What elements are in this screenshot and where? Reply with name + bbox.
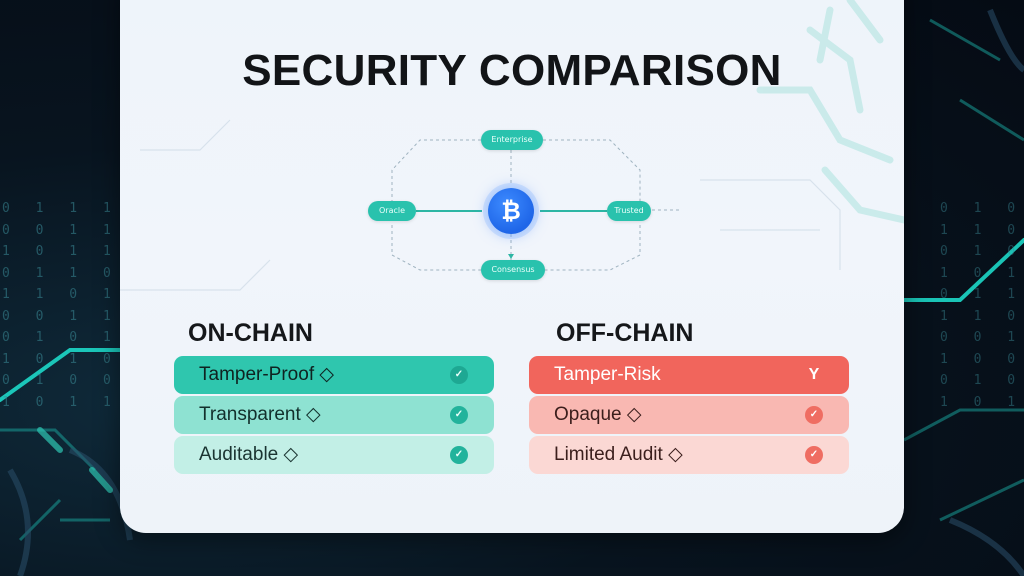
off-chain-row-opaque: Opaque ◇ ✓ <box>529 396 849 434</box>
on-chain-row-auditable: Auditable ◇ ✓ <box>174 436 494 474</box>
row-label: Transparent ◇ <box>199 404 321 425</box>
network-diagram-links <box>391 139 680 271</box>
off-chain-row-limited-audit: Limited Audit ◇ ✓ <box>529 436 849 474</box>
bitcoin-icon: ₿ <box>488 188 534 234</box>
node-top: Enterprise <box>481 130 543 150</box>
on-chain-row-transparent: Transparent ◇ ✓ <box>174 396 494 434</box>
y-shape-icon: Y <box>808 366 820 383</box>
check-circle-icon: ✓ <box>450 446 468 464</box>
row-label: Tamper-Risk <box>554 364 661 385</box>
row-label: Opaque ◇ <box>554 404 642 425</box>
page-title: SECURITY COMPARISON <box>242 46 782 95</box>
binary-code-right: 0 1 0 1 1 0 0 1 0 1 0 1 0 1 1 1 1 0 0 0 … <box>940 201 1024 410</box>
node-bottom: Consensus <box>481 260 545 280</box>
check-circle-icon: ✓ <box>805 406 823 424</box>
row-label: Limited Audit ◇ <box>554 444 683 465</box>
node-left: Oracle <box>368 201 416 221</box>
check-circle-icon: ✓ <box>805 446 823 464</box>
row-label: Auditable ◇ <box>199 444 299 465</box>
card-circuit-decoration <box>120 0 904 291</box>
row-label: Tamper-Proof ◇ <box>199 364 334 385</box>
on-chain-heading: ON-CHAIN <box>188 319 313 347</box>
check-circle-icon: ✓ <box>450 406 468 424</box>
check-circle-icon: ✓ <box>450 366 468 384</box>
off-chain-row-tamper-risk: Tamper-Risk Y <box>529 356 849 394</box>
node-right: Trusted <box>607 201 651 221</box>
comparison-card: SECURITY COMPARISON Enterprise Oracle Tr… <box>120 0 904 533</box>
off-chain-heading: OFF-CHAIN <box>556 319 694 347</box>
on-chain-row-tamper-proof: Tamper-Proof ◇ ✓ <box>174 356 494 394</box>
